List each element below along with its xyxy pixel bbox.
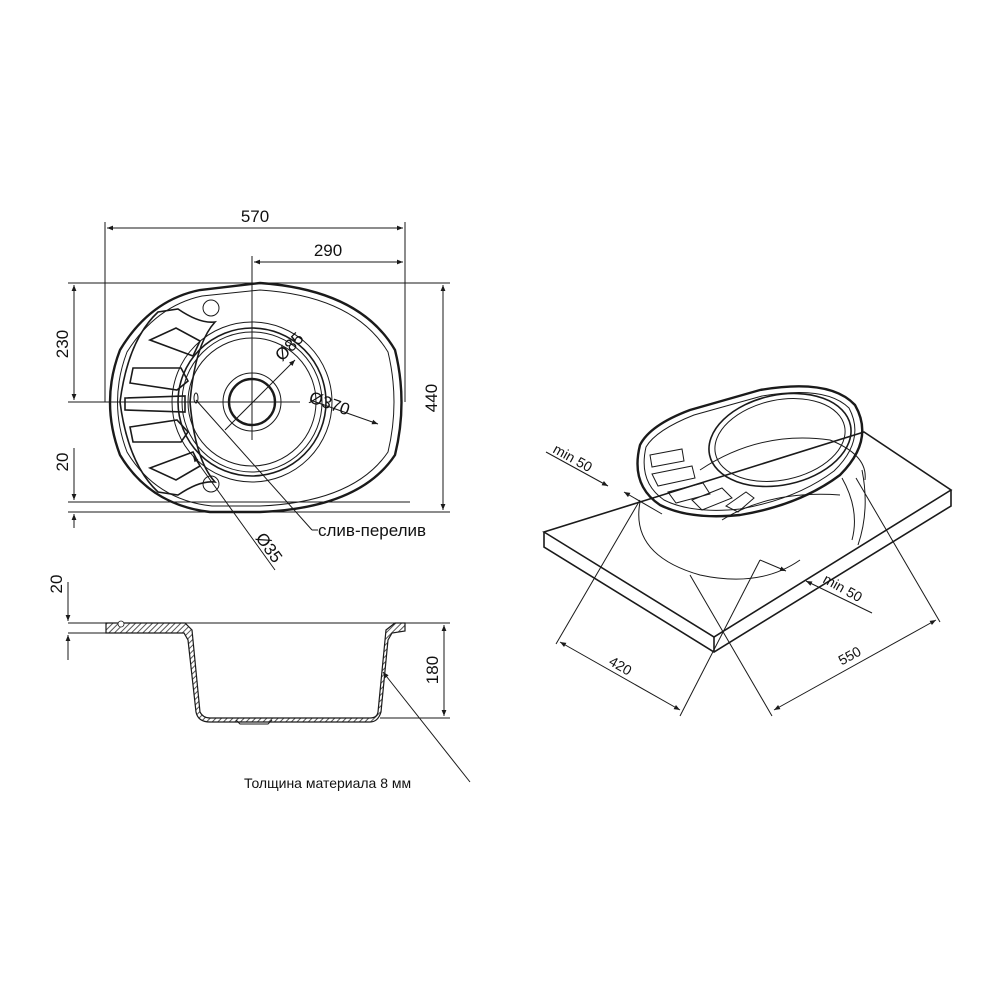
dim-20-side: 20 bbox=[47, 575, 66, 594]
dim-20-top: 20 bbox=[53, 453, 72, 472]
sink-rim-iso bbox=[636, 385, 864, 518]
dim-420: 420 bbox=[606, 653, 634, 679]
dim-440: 440 bbox=[422, 384, 441, 412]
dim-d35: Ø35 bbox=[252, 529, 286, 566]
dim-230: 230 bbox=[53, 330, 72, 358]
dim-290: 290 bbox=[314, 241, 342, 260]
dim-180: 180 bbox=[423, 656, 442, 684]
iso-ribs bbox=[649, 448, 755, 513]
drainboard-ribs bbox=[124, 327, 202, 481]
dim-550: 550 bbox=[835, 643, 863, 668]
countertop bbox=[542, 431, 953, 638]
thickness-label: Толщина материала 8 мм bbox=[244, 775, 411, 791]
side-view: 20 180 Толщина материала 8 мм bbox=[47, 575, 471, 791]
isometric-view: min 50 min 50 420 550 bbox=[542, 385, 953, 717]
dim-min50-left: min 50 bbox=[551, 441, 596, 475]
dim-d85: Ø85 bbox=[271, 329, 307, 365]
sink-section bbox=[105, 622, 406, 723]
dim-d370: Ø370 bbox=[307, 388, 353, 420]
dim-570: 570 bbox=[241, 207, 269, 226]
overflow-label: слив-перелив bbox=[318, 521, 426, 540]
top-view: 570 290 230 20 440 bbox=[53, 207, 450, 571]
sink-outline bbox=[108, 281, 403, 514]
dim-min50-right: min 50 bbox=[821, 571, 866, 605]
